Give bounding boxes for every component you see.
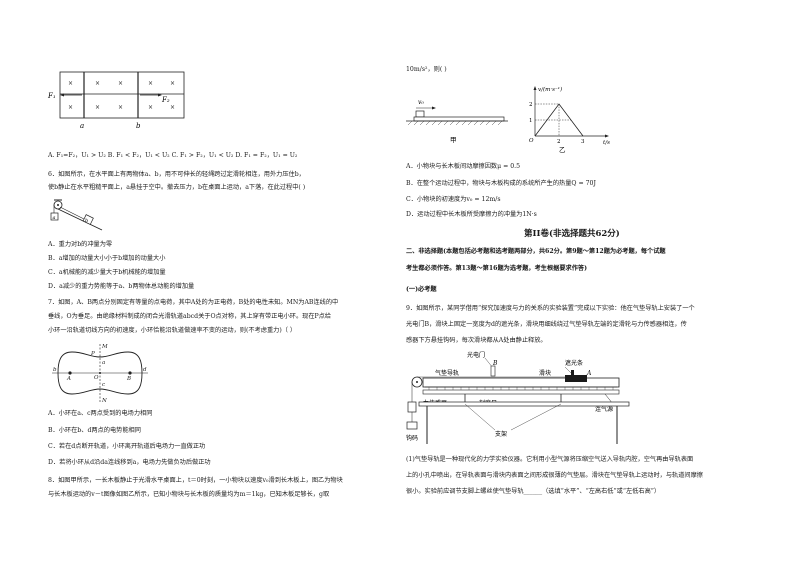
- release-point-a-label: A: [586, 370, 592, 377]
- left-column: × × × × × × × × × × F₁ F₂ a b A. F₁=F₂，U…: [47, 71, 343, 498]
- label-point-d: d: [143, 367, 147, 373]
- q5-options: A. F₁=F₂，U₁ > U₂ B. F₁ < F₂，U₁ < U₂ C. F…: [48, 152, 298, 159]
- vt-graph-figure: v/(m·s⁻¹) 2 1 O 2 3 t/s 乙: [529, 86, 610, 154]
- q9-part1-line1: (1)气垫导轨是一种现代化的力学实验仪器。它利用小型气源将压缩空气送入导轨内腔，…: [406, 456, 694, 463]
- q6-stem-line2: 使b静止在水平粗糙平面上，a悬挂于空中。撤去压力，b在桌面上运动，a下落，在此过…: [48, 184, 306, 191]
- board-figure-jia: v₀ 甲: [406, 99, 508, 144]
- q7-stem-line2: 垂线，O为垂足。由绝缘材料制成的闭合光滑轨道abcd关于O点对称，其上穿有带正电…: [48, 313, 332, 320]
- q7-option-d: D．若将小环从d沿da连线移到a，电场力先做负功后做正功: [48, 459, 211, 466]
- air-track-label: 气垫导轨: [435, 369, 459, 377]
- block-a-label: a: [53, 215, 56, 221]
- stand-label: 支架: [495, 430, 507, 438]
- q9-part1-line2: 上的小孔中喷出，在导轨表面与滑块内表面之间形成很薄的气垫层。滑块在气垫导轨上运动…: [406, 472, 703, 479]
- label-point-p: P: [90, 351, 95, 357]
- label-m: M: [101, 344, 108, 350]
- q6-option-b: B．a增加的动量大小小于b增加的动量大小: [48, 255, 166, 262]
- air-track-apparatus: 光电门 B 遮光条 气垫导轨 滑块 A: [406, 351, 630, 444]
- force-label-f2: F₂: [161, 96, 170, 104]
- magnetic-field-figure: × × × × × × × × × × F₁ F₂ a b: [47, 71, 185, 130]
- field-cross: ×: [118, 104, 123, 111]
- field-cross: ×: [170, 104, 175, 111]
- label-b-charge: B: [126, 376, 131, 382]
- q8-stem-line2: 与长木板运动的v－t图像如图乙所示，已知小物块与长木板的质量均为m＝1kg，已知…: [48, 491, 330, 498]
- q9-stem-line3: 感器下方悬挂钩码，每次滑块都从A处由静止释放。: [406, 337, 547, 344]
- shade-strip-label: 遮光条: [565, 359, 583, 367]
- field-cross: ×: [148, 80, 153, 87]
- q8-option-b: B．在整个运动过程中，物块与木板构成的系统所产生的热量Q = 70J: [406, 180, 596, 187]
- q8-option-a: A．小物块与长木板间动摩擦因数μ = 0.5: [406, 163, 521, 170]
- label-point-c: c: [102, 382, 105, 388]
- q7-option-b: B．小环在b、d两点的电势能相同: [48, 427, 141, 434]
- closed-track-figure: M N O A B a b c d P: [52, 344, 148, 404]
- v0-label: v₀: [418, 99, 424, 106]
- q8-option-c: C．小物块的初速度为v₀ = 12m/s: [406, 196, 501, 203]
- field-cross: ×: [148, 104, 153, 111]
- x-axis-label: t/s: [603, 140, 610, 146]
- q6-option-d: D．a减少的重力势能等于a、b两物体总动能的增加量: [48, 283, 195, 290]
- photogate-label: 光电门: [467, 351, 485, 359]
- y-tick-2: 2: [529, 102, 533, 108]
- air-source-label: 连气源: [595, 405, 613, 413]
- q6-option-c: C．a机械能的减少量大于b机械能的增加量: [48, 269, 166, 276]
- field-cross: ×: [95, 104, 100, 111]
- q7-stem-line1: 7．如图，A、B两点分别固定有等量的点电荷，其中A处的为正电荷，B处的电性未知。…: [48, 299, 339, 306]
- q7-option-a: A．小环在a、c两点受到的电场力相同: [48, 410, 153, 417]
- q9-part1-line3: 很小。实验前应调节支脚上螺丝使气垫导轨______（选填“水平”、“左高右低”或…: [406, 488, 661, 495]
- section2-instructions-line2: 考生都必须作答。第13题～第16题为选考题，考生根据要求作答): [406, 265, 588, 272]
- label-point-a: a: [102, 360, 105, 366]
- caption-jia: 甲: [450, 136, 457, 144]
- field-cross: ×: [95, 80, 100, 87]
- q9-stem-line1: 9．如图所示，某同学借用“探究加速度与力的关系的实验装置”完成以下实验：他在气垫…: [406, 305, 695, 312]
- x-tick-2: 2: [557, 139, 561, 145]
- force-label-f1: F₁: [47, 92, 56, 100]
- x-tick-3: 3: [581, 139, 585, 145]
- q8-option-d: D．运动过程中长木板所受摩擦力的冲量为1N·s: [406, 211, 537, 218]
- section-title: 第II卷(非选择题共62分): [524, 229, 620, 239]
- field-cross: ×: [68, 80, 73, 87]
- required-questions-heading: (一)必考题: [406, 286, 437, 293]
- photogate-b-label: B: [492, 360, 498, 367]
- rod-label-b: b: [136, 122, 141, 130]
- q9-stem-line2: 光电门B，滑块上固定一宽度为d的遮光条，滑块用细线绕过气垫导轨左端的定滑轮与力传…: [406, 321, 687, 328]
- origin-label: O: [529, 138, 534, 144]
- y-tick-1: 1: [529, 118, 533, 124]
- slider-label: 滑块: [539, 369, 551, 377]
- hook-weight-label: 钩码: [406, 434, 418, 442]
- q6-option-a: A．重力对b的冲量为零: [48, 241, 113, 248]
- section2-instructions-line1: 二、非选择题(本题包括必考题和选考题两部分，共62分。第9题～第12题为必考题，…: [406, 248, 666, 255]
- q8-stem-line1: 8．如图甲所示，一长木板静止于光滑水平桌面上，t＝0时刻，一小物块以速度v₀滑到…: [48, 477, 343, 484]
- y-axis-label: v/(m·s⁻¹): [538, 86, 562, 93]
- right-column: 10m/s²，则( ) v₀ 甲 v/(m·s⁻¹) 2 1 O: [397, 0, 794, 562]
- q6-stem-line1: 6．如图所示，在水平面上有两物体a、b，用不可伸长的轻绳跨过定滑轮相连，用外力压…: [48, 171, 305, 178]
- label-o: O: [94, 375, 99, 381]
- label-n: N: [101, 398, 107, 404]
- field-cross: ×: [170, 80, 175, 87]
- caption-yi: 乙: [559, 146, 566, 154]
- field-cross: ×: [68, 104, 73, 111]
- q7-stem-line3: 小环一沿轨道切线方向的初速度，小环恰能沿轨道做速率不变的运动，则(不考虑重力)（…: [48, 327, 297, 334]
- pulley-figure: a b: [50, 199, 103, 231]
- label-point-b: b: [53, 367, 57, 373]
- rod-label-a: a: [80, 122, 84, 130]
- q8-stem-continued: 10m/s²，则( ): [406, 66, 447, 73]
- field-cross: ×: [118, 80, 123, 87]
- q7-option-c: C．若在d点断开轨道，小环离开轨道后电场力一直做正功: [48, 443, 206, 450]
- label-a-charge: A: [66, 376, 71, 382]
- block-b-label: b: [85, 218, 88, 224]
